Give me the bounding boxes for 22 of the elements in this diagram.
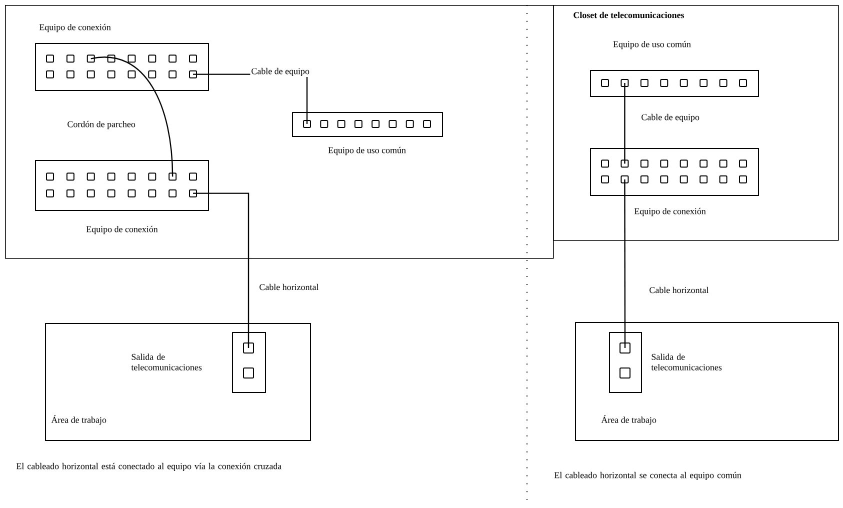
- edge-label: Cable horizontal: [648, 286, 710, 294]
- cable: [624, 179, 626, 348]
- caption-text: El cableado horizontal se conecta al equipo común: [554, 472, 742, 480]
- room-box: [5, 5, 554, 259]
- cable: [90, 56, 174, 177]
- cable: [193, 192, 250, 348]
- panel-label: Área de trabajo: [51, 415, 106, 425]
- panel-label: Equipo de uso común: [613, 40, 691, 50]
- edge-label: Cordón de parcheo: [66, 120, 136, 130]
- outlet-label: Salida de telecomunicaciones: [131, 354, 202, 370]
- panel-label: Área de trabajo: [601, 415, 656, 425]
- edge-label: Cable de equipo: [640, 112, 700, 124]
- panel-label: Equipo de conexión: [86, 226, 158, 234]
- panel-label: Equipo de uso común: [328, 146, 406, 156]
- caption-text: El cableado horizontal está conectado al equipo vía la conexión cruzada: [16, 462, 282, 472]
- panel-label: Equipo de conexión: [634, 208, 706, 216]
- cable: [624, 83, 626, 164]
- panel-label: Closet de telecomunicaciones: [574, 12, 684, 18]
- outlet-label: Salida de telecomunicaciones: [651, 354, 722, 370]
- panel-label: Equipo de conexión: [39, 24, 111, 32]
- edge-label: Cable de equipo: [250, 66, 310, 78]
- edge-label: Cable horizontal: [258, 282, 320, 292]
